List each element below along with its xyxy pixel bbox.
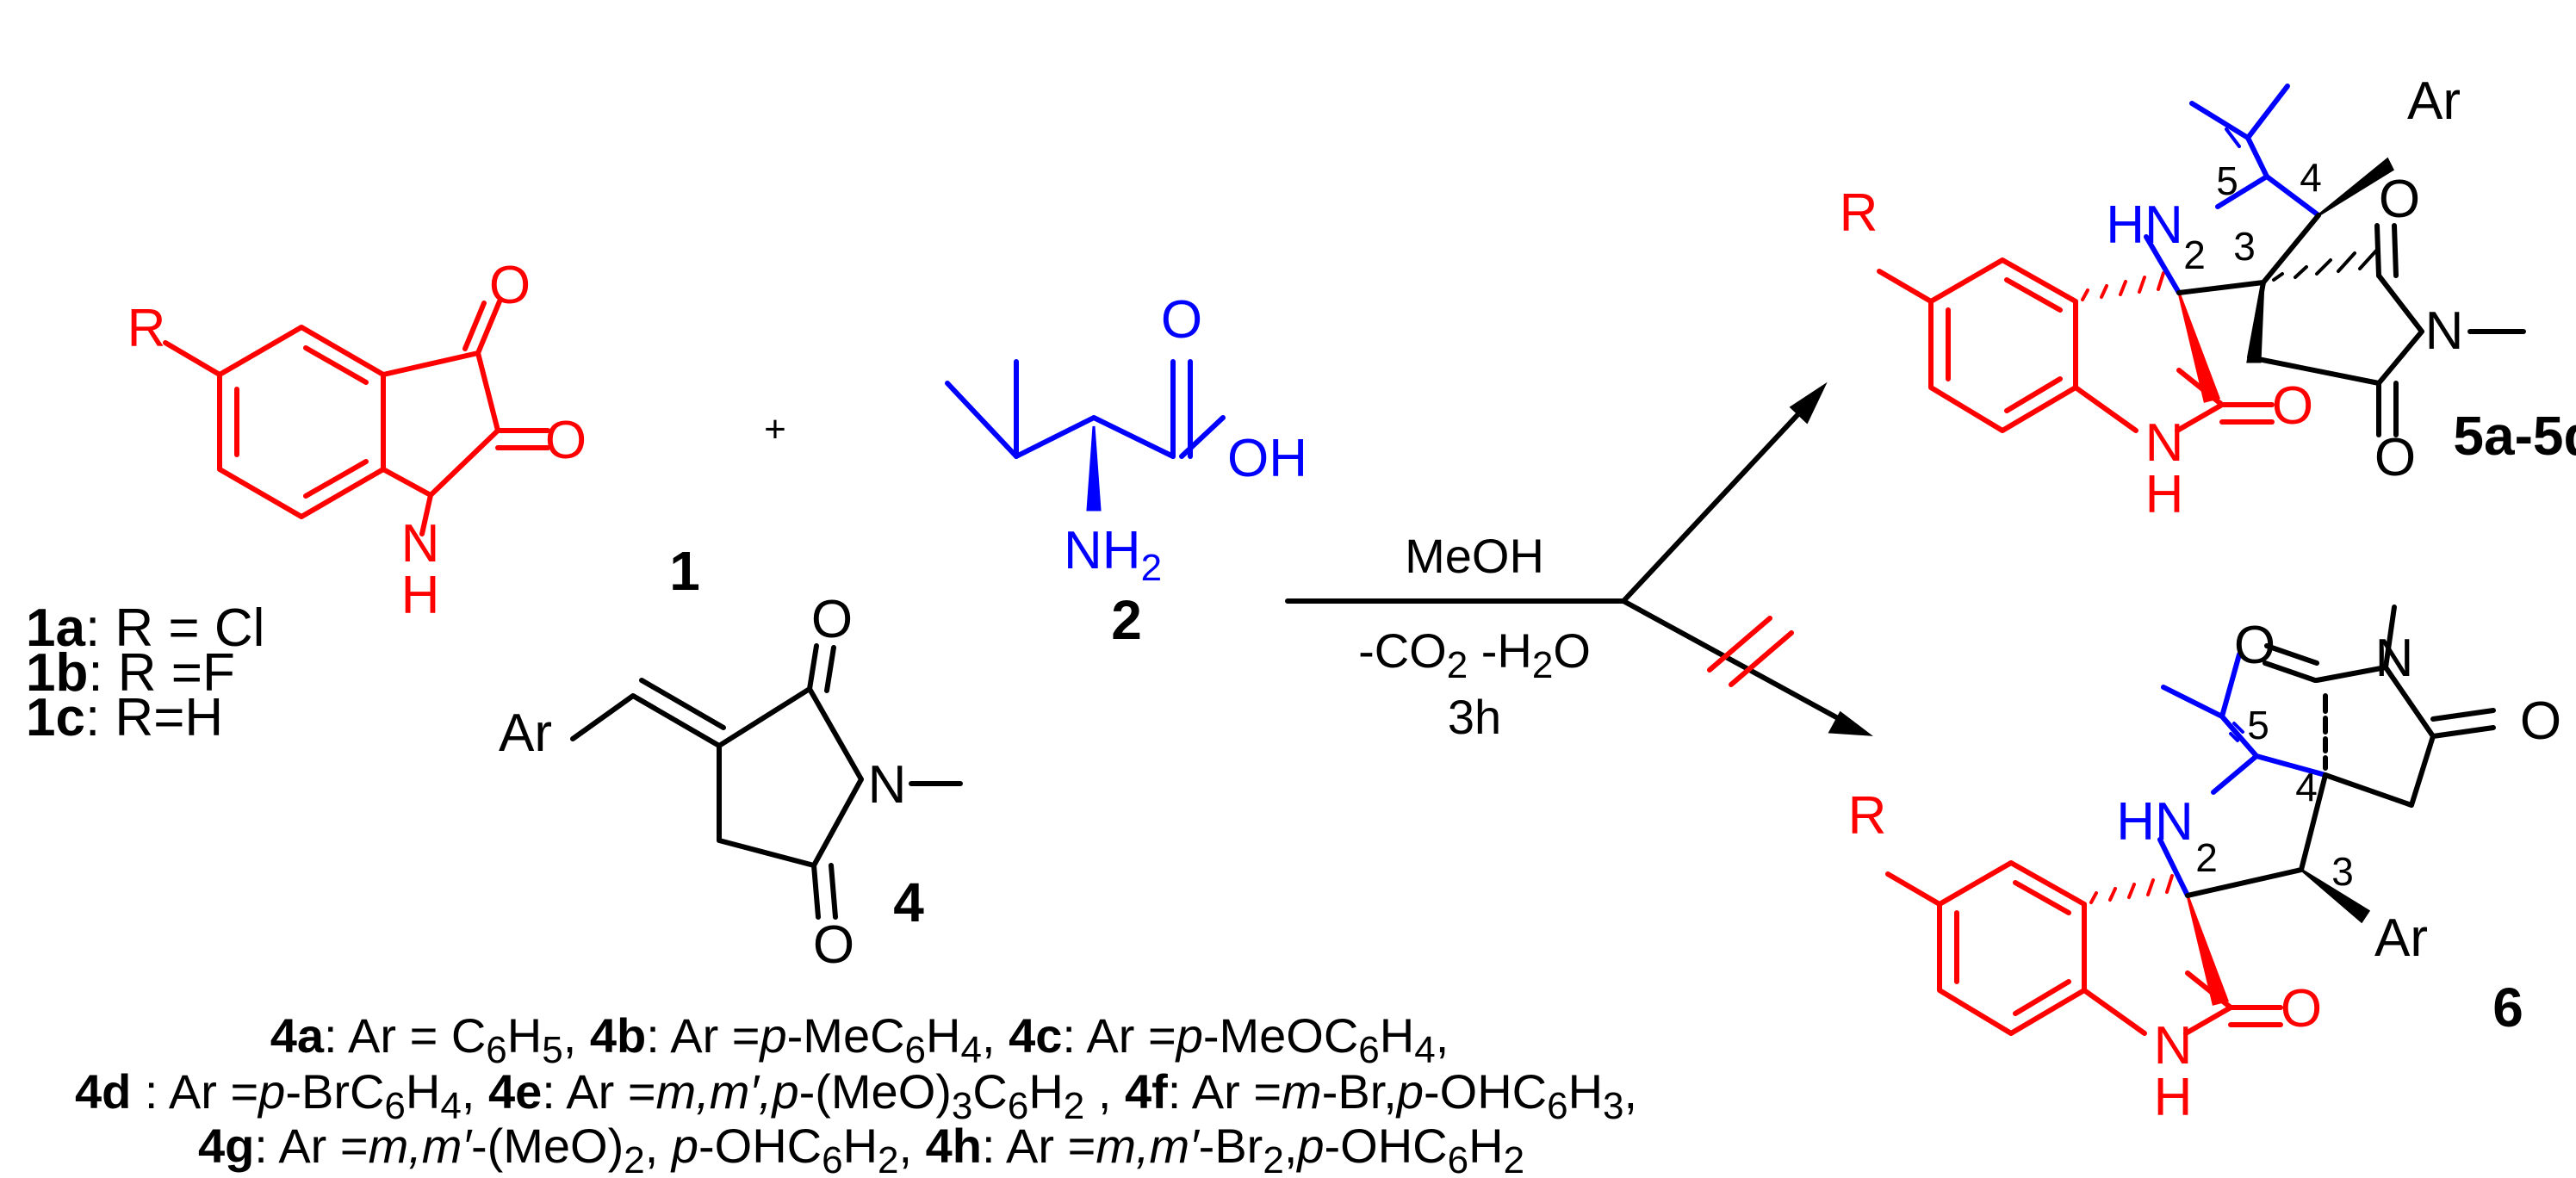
compound-2-structure — [945, 359, 1226, 512]
product-5-structure — [1877, 84, 2526, 437]
compound-1-c3-oxygen: O — [489, 256, 531, 315]
substituent-line-1: 4a: Ar = C6H5, 4b: Ar =p-MeC6H4, 4c: Ar … — [270, 1008, 1449, 1071]
compound-1-hydrogen: H — [401, 566, 440, 625]
product-6-label: 6 — [2492, 976, 2523, 1038]
compound-1-c2-oxygen: O — [545, 411, 587, 470]
compound-4-substituent-list: 4a: Ar = C6H5, 4b: Ar =p-MeC6H4, 4c: Ar … — [75, 1008, 1637, 1178]
product-5-label: 5a-5q — [2453, 405, 2576, 467]
condition-byproducts: -CO2 -H2O — [1358, 623, 1591, 686]
product-5-position-2: 2 — [2183, 232, 2206, 277]
reaction-arrows — [1285, 381, 1873, 736]
product-6-imide-nitrogen: N — [2375, 629, 2414, 688]
product-5-imide-oxygen-bottom: O — [2374, 428, 2416, 487]
compound-2-carbonyl-oxygen: O — [1161, 290, 1202, 350]
compound-1-nitrogen: N — [401, 514, 440, 574]
product-5-imide-oxygen-top: O — [2379, 170, 2420, 229]
substituent-1b: 1b: R =F — [26, 643, 235, 703]
product-5-pyrrolidine-nh: HN — [2106, 195, 2183, 255]
compound-1-r-group: R — [127, 299, 166, 358]
compound-1-label: 1 — [669, 540, 700, 602]
product-6-lactam-hydrogen: H — [2154, 1068, 2193, 1127]
product-5-position-5: 5 — [2216, 158, 2238, 203]
product-5-lactam-nitrogen: N — [2145, 413, 2184, 473]
product-6-position-5: 5 — [2247, 703, 2269, 747]
product-6-position-2: 2 — [2195, 835, 2218, 880]
compound-4-oxygen-bottom: O — [813, 915, 854, 975]
substituent-line-2: 4d : Ar =p-BrC6H4, 4e: Ar =m,m′,p-(MeO)3… — [75, 1064, 1637, 1127]
compound-2-amine: NH2 — [1064, 521, 1162, 589]
product-6-position-3: 3 — [2331, 849, 2354, 894]
product-6-position-4: 4 — [2295, 765, 2318, 809]
product-5-lactam-hydrogen: H — [2145, 465, 2184, 524]
product-6-imide-oxygen-left: O — [2234, 616, 2275, 675]
product-6-pyrrolidine-nh: HN — [2116, 792, 2194, 852]
condition-time: 3h — [1448, 690, 1501, 744]
blocked-pathway-mark — [1707, 616, 1794, 687]
substituent-1a: 1a: R = Cl — [26, 598, 264, 658]
compound-4-label: 4 — [893, 871, 924, 933]
condition-solvent: MeOH — [1405, 529, 1544, 583]
compound-4-oxygen-top: O — [811, 590, 853, 649]
product-6-aryl: Ar — [2374, 908, 2428, 968]
product-6-r-group: R — [1848, 786, 1887, 846]
product-6-lactam-oxygen: O — [2281, 979, 2322, 1038]
substituent-line-3: 4g: Ar =m,m′-(MeO)2, p-OHC6H2, 4h: Ar =m… — [198, 1119, 1524, 1178]
product-5-position-3: 3 — [2233, 224, 2256, 269]
product-6-structure — [1885, 604, 2496, 1036]
compound-2-hydroxyl: OH — [1227, 429, 1307, 488]
product-5-imide-nitrogen: N — [2425, 301, 2464, 361]
compound-1-structure — [163, 299, 550, 536]
plus-sign: + — [764, 408, 786, 450]
compound-2-label: 2 — [1111, 589, 1142, 651]
product-5-r-group: R — [1840, 183, 1878, 243]
product-6-lactam-nitrogen: N — [2154, 1016, 2193, 1076]
compound-1-substituent-list: 1a: R = Cl 1b: R =F 1c: R=H — [26, 598, 264, 747]
compound-4-structure — [570, 643, 963, 920]
compound-4-aryl: Ar — [499, 704, 552, 763]
product-5-lactam-oxygen: O — [2272, 376, 2313, 436]
product-5-position-4: 4 — [2300, 155, 2322, 200]
product-6-imide-oxygen-right: O — [2520, 691, 2561, 751]
substituent-1c: 1c: R=H — [26, 688, 223, 747]
product-5-aryl: Ar — [2407, 71, 2461, 131]
compound-4-nitrogen: N — [868, 755, 907, 815]
